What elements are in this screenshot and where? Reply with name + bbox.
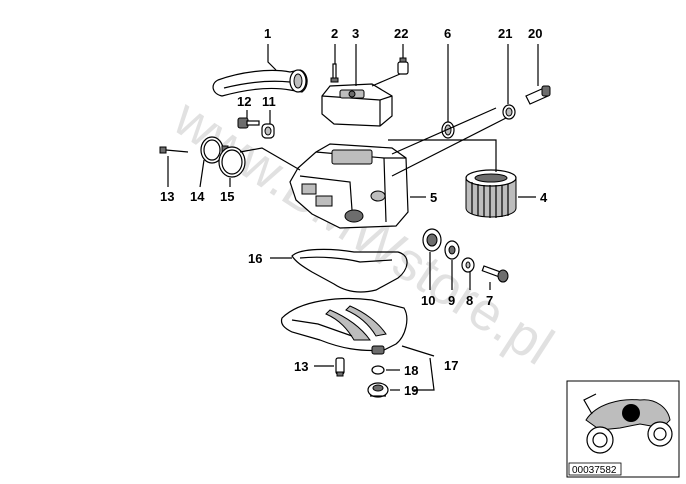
label-17: 17 [444,358,458,373]
hollow-bolt-part [525,85,551,105]
temperature-sensor-part [371,57,409,87]
part-labels: 1 2 3 22 6 21 20 12 11 13 14 15 5 4 16 1… [160,26,548,398]
screw-lower-part [335,357,345,377]
motorcycle-thumbnail: 00037582 [566,380,680,478]
label-3: 3 [352,26,359,41]
seal-ring-part [218,146,246,178]
drain-valve-part [367,382,389,398]
screw-7-part [481,265,509,283]
bolt-12-part [237,117,260,129]
label-11: 11 [262,94,276,109]
damper-part [422,228,442,252]
label-10: 10 [421,293,435,308]
bolt-part [330,63,339,83]
screw-part [159,146,189,154]
hose-clamp-part [200,136,229,164]
label-5: 5 [430,190,437,205]
label-15: 15 [220,189,234,204]
motorcycle-icon [583,393,673,454]
label-16: 16 [248,251,262,266]
label-9: 9 [448,293,455,308]
label-7: 7 [486,293,493,308]
nut-part [502,104,516,120]
gasket-part [291,248,408,293]
label-8: 8 [466,293,473,308]
airbox-housing-part [239,143,409,229]
label-18: 18 [404,363,418,378]
label-20: 20 [528,26,542,41]
grommet-part [441,121,455,139]
label-1: 1 [264,26,271,41]
label-2: 2 [331,26,338,41]
label-14: 14 [190,189,205,204]
o-ring-part [371,365,385,375]
intake-snorkel-part [212,69,308,97]
air-filter-part [465,169,517,218]
label-12: 12 [237,94,251,109]
label-6: 6 [444,26,451,41]
label-19: 19 [404,383,418,398]
airbox-lid-part [321,83,393,127]
label-21: 21 [498,26,512,41]
leader-lines [167,44,539,391]
small-washer-part [461,257,475,273]
label-4: 4 [540,190,548,205]
label-13-upper: 13 [160,189,174,204]
label-13-lower: 13 [294,359,308,374]
label-22: 22 [394,26,408,41]
lower-airbox-part [280,298,408,355]
bushing-part [261,123,275,139]
washer-part [444,240,460,260]
diagram-code: 00037582 [572,465,617,476]
